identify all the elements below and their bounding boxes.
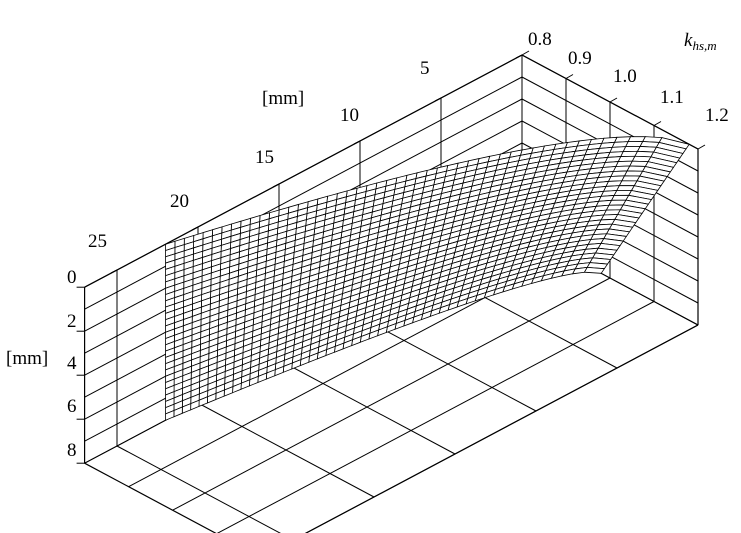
y-axis-label-sub: hs,m	[692, 38, 716, 53]
surface-cell	[627, 136, 646, 143]
x-tick-label: 15	[255, 147, 274, 168]
x-tick-label: 10	[340, 105, 359, 126]
y-tick-label: 1.2	[705, 105, 729, 126]
floor-gridline	[216, 301, 655, 533]
floor-gridline	[172, 277, 611, 511]
surface-cell	[165, 409, 175, 421]
z-tick-label: 6	[67, 396, 77, 417]
surface-cell	[583, 266, 606, 274]
box-frame	[76, 50, 706, 533]
x-tick-label: 25	[88, 231, 107, 252]
y-tick-label: 1.1	[660, 87, 684, 108]
y-tick-mark	[565, 74, 574, 79]
z-tick-label: 8	[67, 440, 77, 461]
box-edge	[84, 462, 217, 533]
x-tick-label: 20	[170, 191, 189, 212]
y-tick-mark	[521, 50, 530, 56]
box-edge	[84, 54, 523, 288]
surface-cell	[623, 170, 644, 177]
y-axis-label-main: k	[684, 30, 693, 51]
y-tick-label: 1.0	[613, 66, 637, 87]
z-tick-label: 0	[67, 267, 77, 288]
z-tick-label: 4	[67, 353, 77, 374]
z-tick-label: 2	[67, 311, 77, 332]
surface-mesh	[165, 136, 690, 421]
x-tick-label: 5	[420, 58, 430, 79]
back-wall-gridline	[84, 76, 523, 310]
y-tick-mark	[697, 144, 706, 150]
floor-gridline	[116, 445, 281, 533]
x-axis-label: [mm]	[262, 88, 304, 109]
y-tick-label: 0.9	[568, 48, 592, 69]
y-tick-mark	[609, 97, 618, 103]
box-edge	[304, 324, 699, 533]
surface-cell	[621, 175, 641, 182]
y-axis-label: khs,m	[684, 30, 717, 53]
y-tick-label: 0.8	[528, 29, 552, 50]
box-edge	[521, 54, 699, 150]
surface-cell	[629, 160, 649, 167]
y-tick-mark	[653, 121, 662, 126]
z-axis-label: [mm]	[6, 348, 48, 369]
surface-cell	[626, 165, 646, 172]
